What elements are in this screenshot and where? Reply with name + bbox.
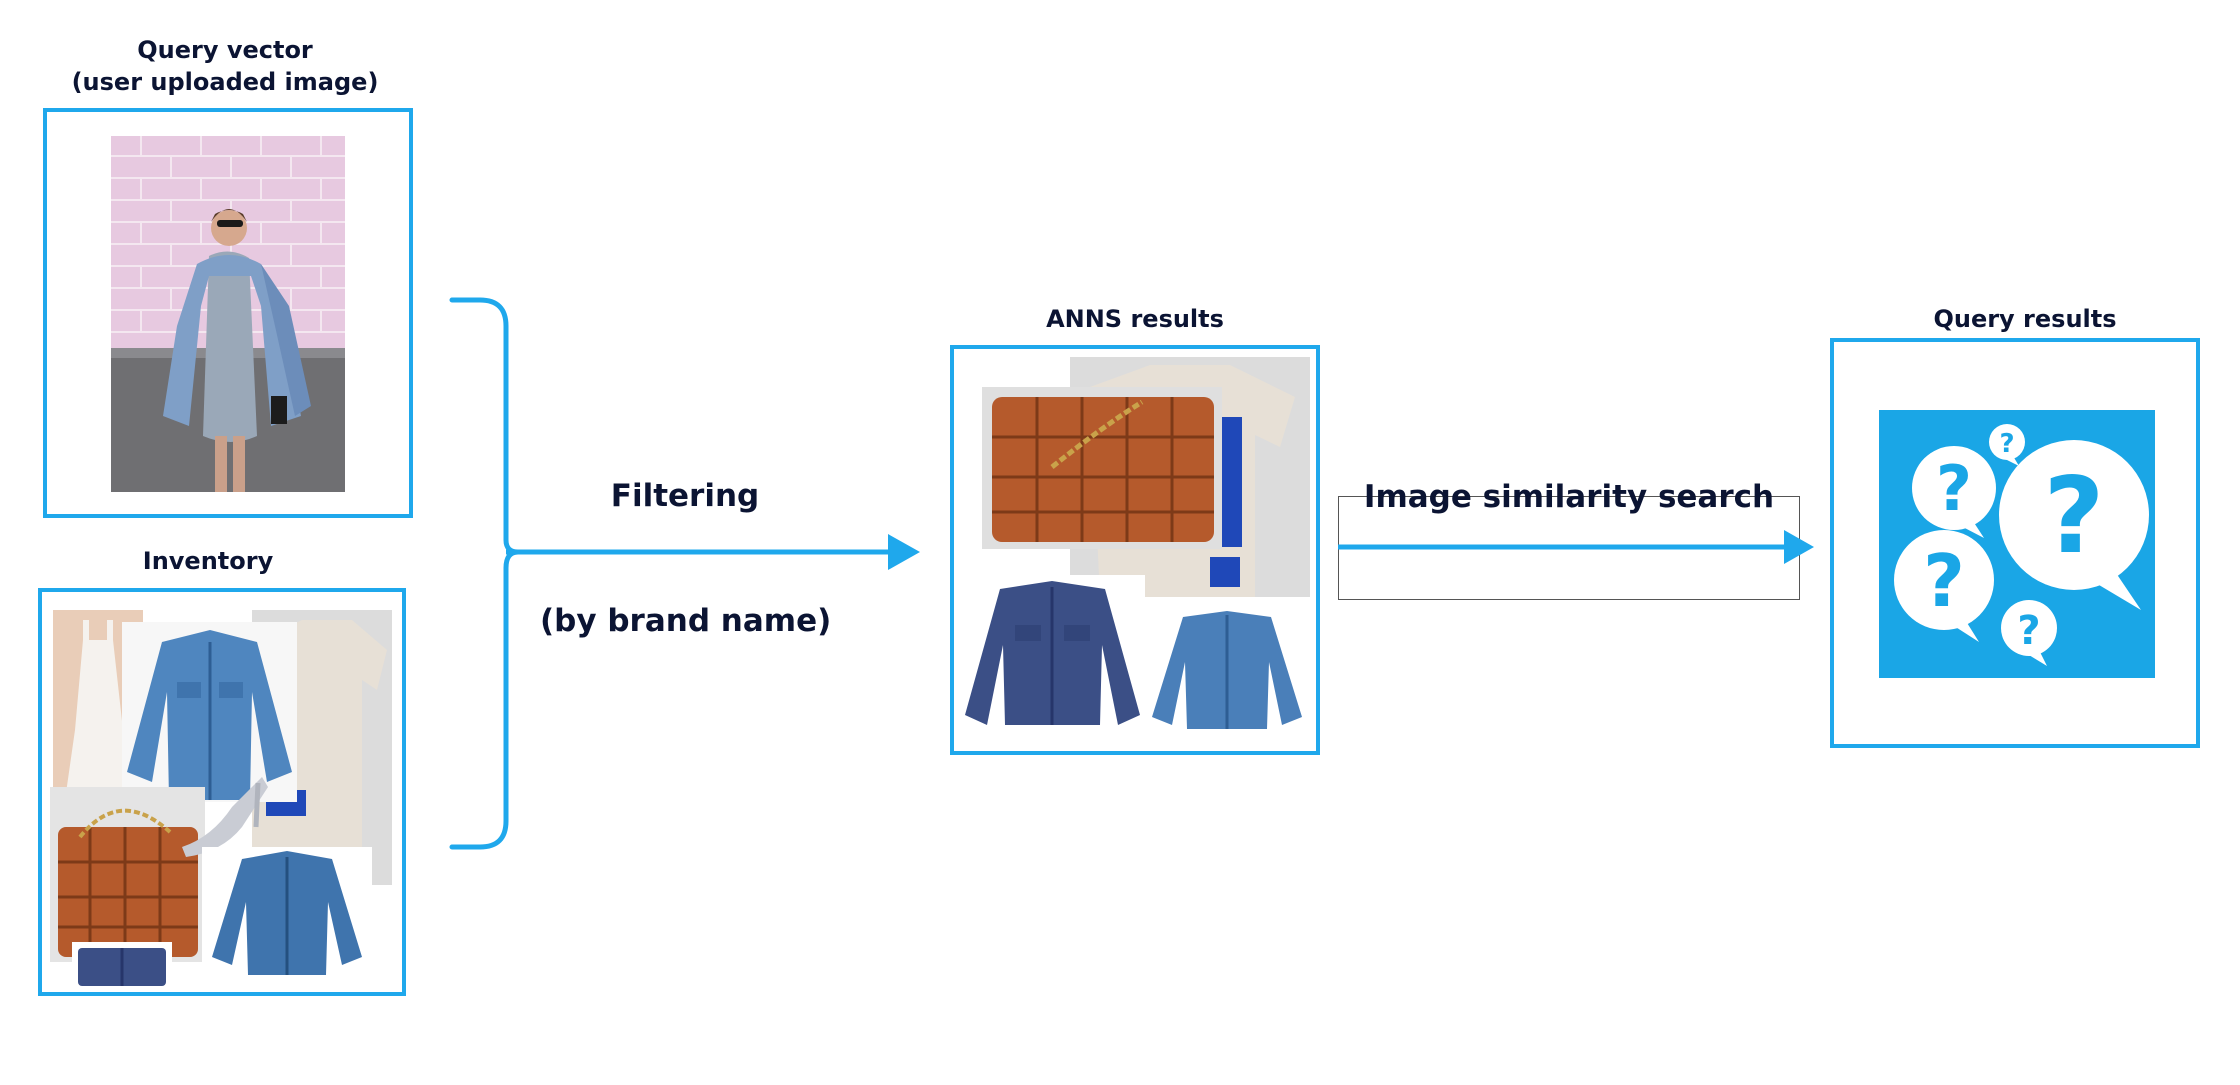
leather-bag-photo-icon (982, 387, 1222, 549)
high-heel-shoe-photo-icon (172, 767, 272, 862)
filtering-label: Filtering (610, 478, 760, 514)
image-similarity-search-label: Image similarity search (1363, 479, 1775, 515)
question-bubbles-icon: ? ? ? ? ? (1879, 410, 2155, 678)
denim-jacket-photo-icon (72, 942, 172, 990)
woman-denim-jacket-photo-icon (111, 136, 345, 492)
image-similarity-search-arrow (1338, 530, 1814, 564)
svg-text:?: ? (1999, 429, 2014, 459)
denim-jacket-photo-icon (122, 622, 297, 802)
query-vector-title: Query vector (user uploaded image) (40, 34, 410, 98)
svg-text:?: ? (1936, 452, 1972, 525)
query-results-title: Query results (1933, 305, 2117, 333)
anns-results-panel (950, 345, 1320, 755)
inventory-panel (38, 588, 406, 996)
denim-jacket-photo-icon (960, 575, 1145, 735)
leather-bag-photo-icon (50, 787, 205, 962)
svg-text:?: ? (2017, 608, 2040, 654)
query-vector-title-line1: Query vector (137, 36, 313, 64)
svg-text:?: ? (1923, 539, 1965, 623)
query-vector-panel (43, 108, 413, 518)
denim-jacket-photo-icon (1147, 607, 1307, 732)
filtering-bracket-arrow (449, 297, 920, 850)
denim-jacket-photo-icon (202, 847, 372, 977)
anns-results-title: ANNS results (1046, 305, 1224, 333)
query-vector-title-line2: (user uploaded image) (71, 68, 379, 96)
svg-text:?: ? (2044, 455, 2105, 577)
query-results-panel: ? ? ? ? ? (1830, 338, 2200, 748)
inventory-title: Inventory (142, 547, 274, 575)
by-brand-label: (by brand name) (540, 603, 832, 639)
